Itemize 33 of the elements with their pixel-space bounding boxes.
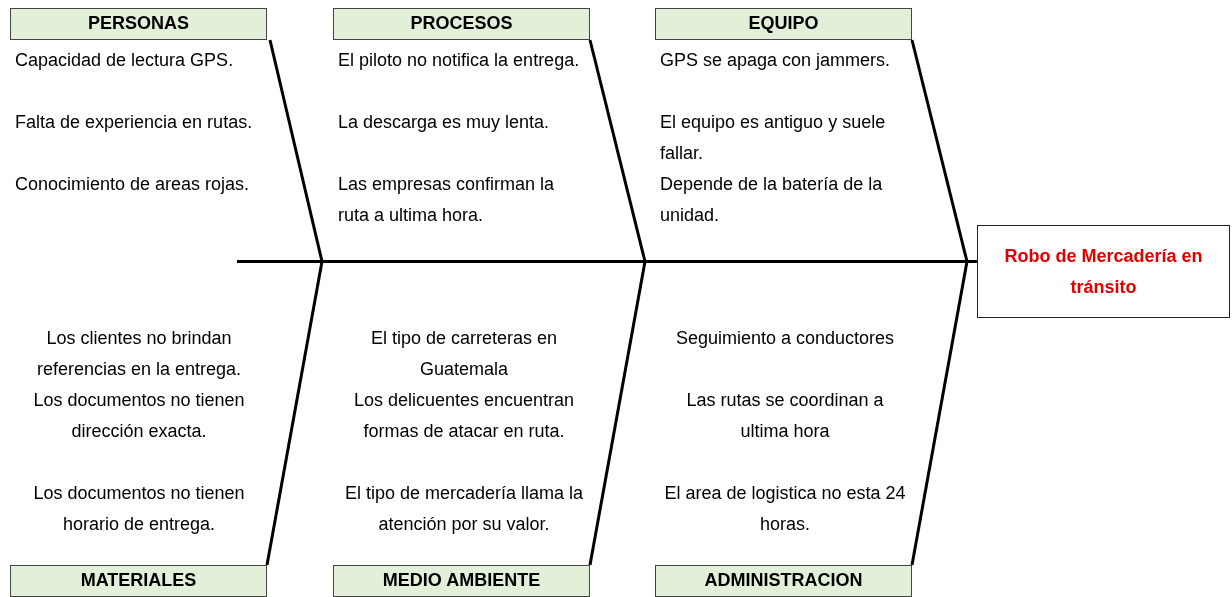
cause-text: El tipo de carreteras en Guatemala	[369, 327, 559, 381]
cause-text: Seguimiento a conductores	[674, 327, 896, 350]
cause-text: Los documentos no tienen horario de entrega.	[32, 482, 246, 536]
cause-text: Los clientes no brindan referencias en la entrega.	[35, 327, 243, 381]
cause-text: Conocimiento de areas rojas.	[15, 173, 251, 196]
bone-line	[910, 39, 969, 262]
cause-text: Los documentos no tienen dirección exacta.	[32, 389, 246, 443]
cause-text: Los delicuentes encuentran formas de atacar en ruta.	[352, 389, 576, 443]
cause-text: Falta de experiencia en rutas.	[15, 111, 254, 134]
cause-text: El piloto no notifica la entrega.	[338, 49, 581, 72]
cause-text: Las rutas se coordinan a ultima hora	[685, 389, 885, 443]
category-header: ADMINISTRACION	[655, 565, 912, 597]
category-header: PROCESOS	[333, 8, 590, 40]
connector-line	[970, 260, 977, 263]
cause-text: Capacidad de lectura GPS.	[15, 49, 235, 72]
category-header: MATERIALES	[10, 565, 267, 597]
cause-text: El equipo es antiguo y suele fallar.	[660, 111, 887, 165]
category-header: MEDIO AMBIENTE	[333, 565, 590, 597]
cause-text: El area de logistica no esta 24 horas.	[663, 482, 907, 536]
cause-text: Depende de la batería de la unidad.	[660, 173, 884, 227]
cause-text: GPS se apaga con jammers.	[660, 49, 892, 72]
cause-text: El tipo de mercadería llama la atención por su valor.	[343, 482, 585, 536]
bone-line	[910, 261, 969, 566]
spine-line	[237, 260, 970, 263]
category-header: PERSONAS	[10, 8, 267, 40]
cause-text: Las empresas confirman la ruta a ultima hora.	[338, 173, 556, 227]
category-header: EQUIPO	[655, 8, 912, 40]
cause-text: La descarga es muy lenta.	[338, 111, 551, 134]
effect-box: Robo de Mercadería en tránsito	[977, 225, 1230, 318]
bone-line	[588, 261, 647, 566]
bone-line	[268, 39, 324, 262]
bone-line	[265, 261, 324, 566]
bone-line	[588, 39, 647, 262]
